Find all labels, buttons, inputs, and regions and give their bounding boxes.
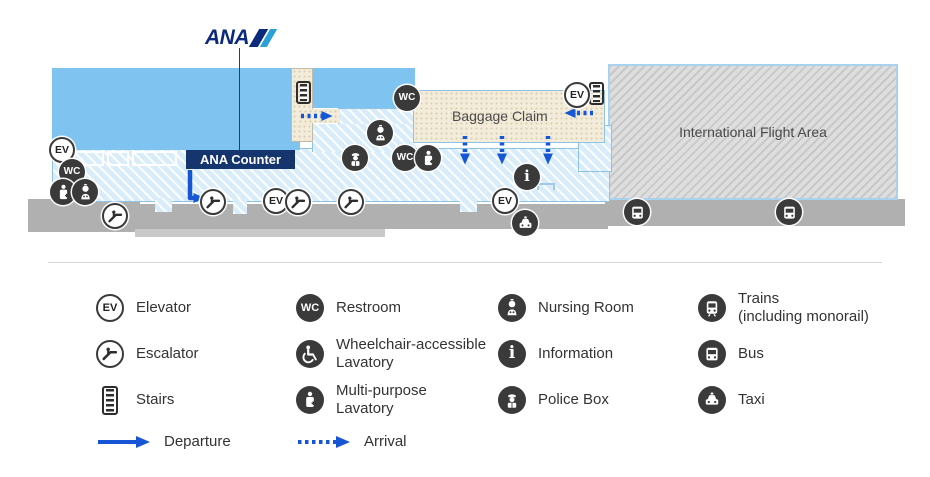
escalator-icon [200,189,226,215]
legend-item-taxi: Taxi [698,377,869,423]
door-notch [460,198,477,212]
information-counter [537,183,555,190]
police-box-icon [342,145,368,171]
ana-logo: ANA [205,26,278,50]
international-flight-area-label: International Flight Area [679,124,827,140]
door-notch [155,198,172,212]
multipurpose-lavatory-icon [415,145,441,171]
legend-item-bus: Bus [698,331,869,377]
bus-icon [698,340,726,368]
terminal-building [52,68,300,150]
elevator-icon: EV [492,188,518,214]
arrival-arrow [298,436,350,448]
terminal-map: International Flight Area Baggage Claim … [28,26,905,237]
walkway-area [605,199,905,226]
information-icon: i [514,164,540,190]
stairs-icon [296,81,311,104]
legend-item-elevator: EV Elevator [96,285,231,331]
elevator-icon: EV [96,294,124,322]
legend-item-escalator: Escalator [96,331,231,377]
taxi-icon [698,386,726,414]
restroom-icon: WC [296,294,324,322]
stairs-icon [102,385,118,415]
international-flight-area: International Flight Area [608,64,898,200]
wheelchair-icon [296,340,324,368]
taxi-icon [512,210,538,236]
multipurpose-lavatory-icon [296,386,324,414]
checkin-counter [132,151,177,166]
restroom-icon: WC [394,85,420,111]
nursing-room-icon [498,294,526,322]
nursing-room-icon [72,179,98,205]
legend-column-4: Trains(including monorail) Bus Taxi [698,285,869,423]
walkway-step [135,229,385,237]
logo-pointer-line [239,48,240,150]
information-icon: i [498,340,526,368]
legend-item-trains: Trains(including monorail) [698,285,869,331]
legend-divider [48,262,882,263]
route-arrows [187,108,593,203]
legend-item-information: i Information [498,331,634,377]
elevator-icon: EV [564,82,590,108]
legend-item-arrival: Arrival [296,423,486,461]
legend-item-nursing-room: Nursing Room [498,285,634,331]
escalator-icon [96,340,124,368]
stairs-icon [589,82,604,105]
door-notch [233,198,247,214]
baggage-claim-label: Baggage Claim [452,108,548,124]
legend-column-3: Nursing Room i Information Police Box [498,285,634,423]
checkin-counter [107,151,129,166]
legend-item-police-box: Police Box [498,377,634,423]
restroom-icon: WC [392,145,418,171]
bus-icon [624,199,650,225]
departure-route-arrow [187,170,205,203]
ana-logo-text: ANA [205,26,250,49]
train-icon [698,294,726,322]
police-box-icon [498,386,526,414]
legend-item-stairs: Stairs [96,377,231,423]
escalator-icon [338,189,364,215]
escalator-icon [285,189,311,215]
legend-item-departure: Departure [96,423,231,461]
escalator-icon [102,203,128,229]
nursing-room-icon [367,120,393,146]
legend-item-restroom: WC Restroom [296,285,486,331]
bus-icon [776,199,802,225]
ana-counter: ANA Counter [186,150,295,169]
departure-arrow [98,436,150,448]
multipurpose-lavatory-icon [50,179,76,205]
legend-column-1: EV Elevator Escalator Stairs Departure [96,285,231,461]
